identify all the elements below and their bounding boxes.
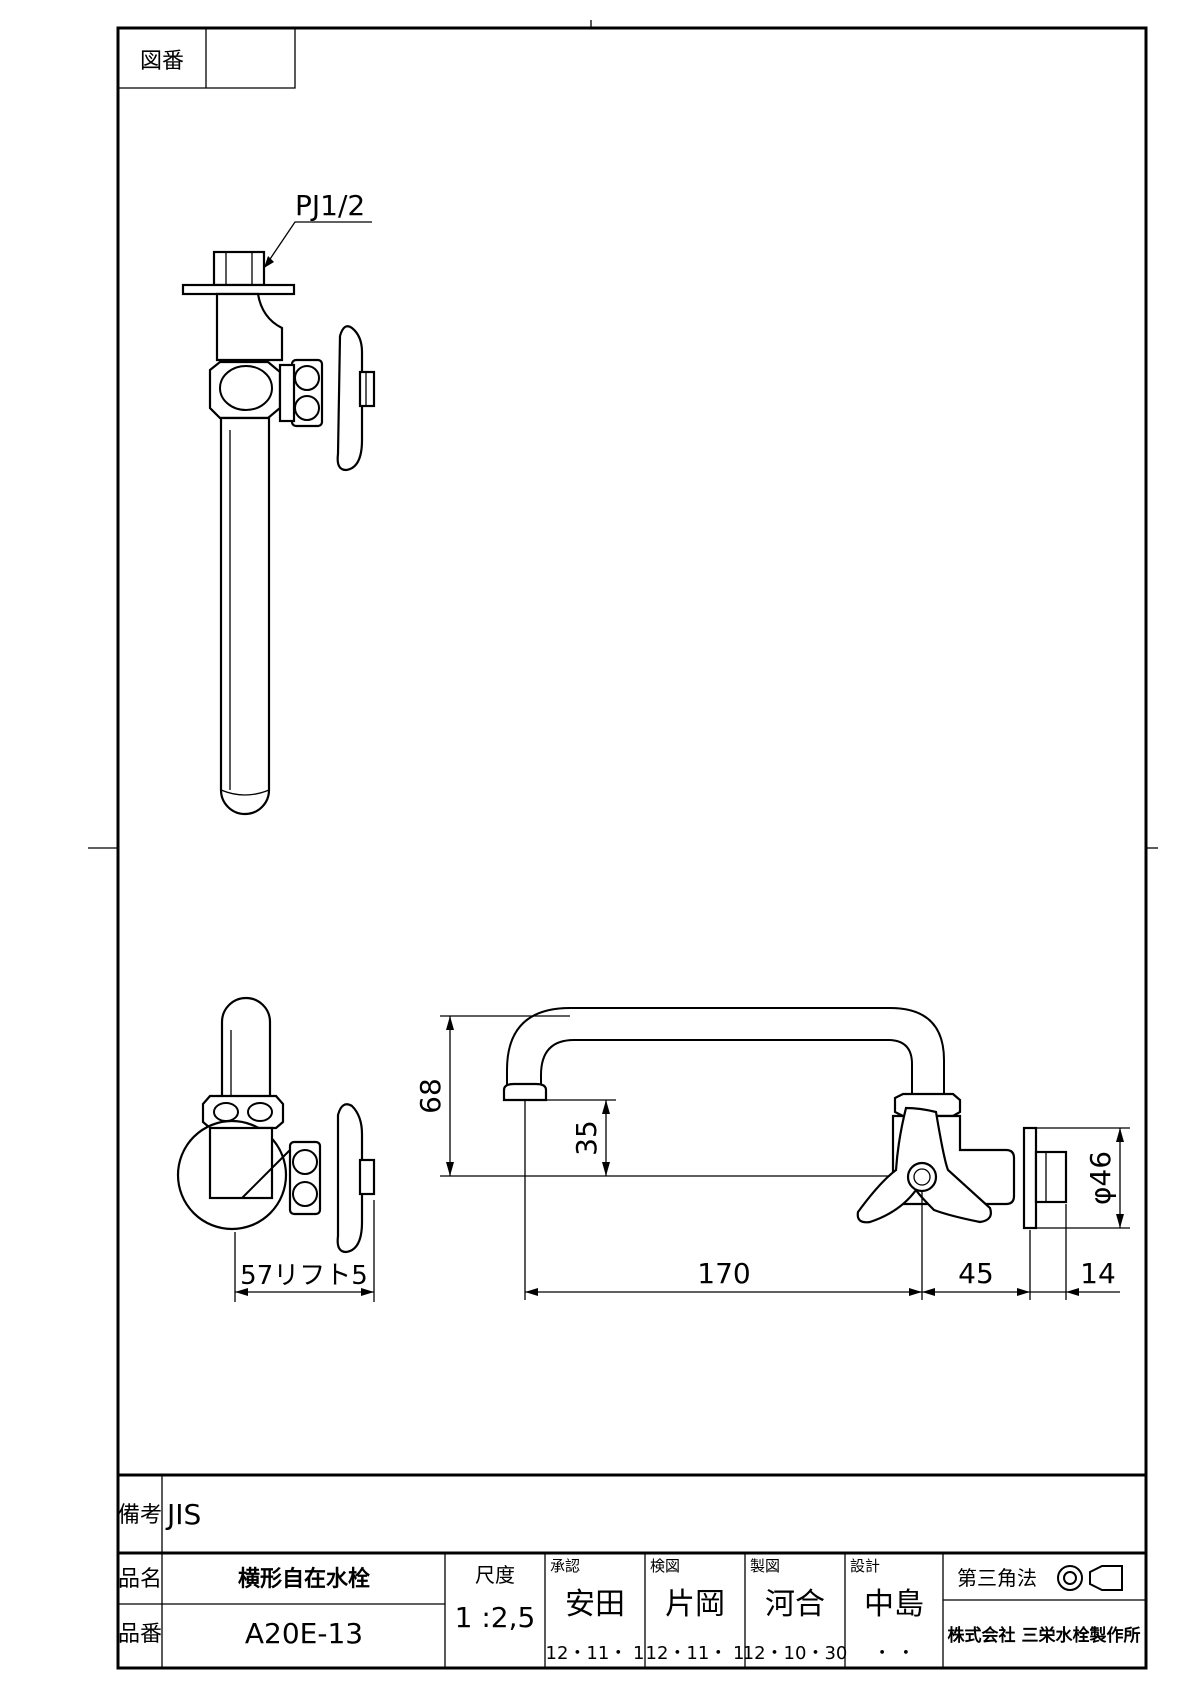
dimension-14: 14 [1080,1257,1116,1290]
drawing-number-label: 図番 [140,49,184,74]
dimension-68: 68 [414,1078,447,1114]
third-angle-projection-symbol [1057,1565,1123,1591]
drawing-border [116,26,1148,1670]
approval-date: 12・11・ 1 [546,1643,645,1664]
dimension-170: 170 [697,1257,750,1290]
scale-value: 1 :2,5 [455,1601,536,1634]
front-view: PJ1/2 [181,189,376,816]
part-number-value: A20E-13 [245,1617,363,1650]
side-view: 57リフト5 [176,996,376,1302]
checked-date: 12・11・ 1 [646,1643,745,1664]
remarks-label: 備考 [118,1503,162,1528]
title-block: 備考 JIS 品名 横形自在水栓 品番 A20E-13 尺度 1 :2,5 承認… [118,1473,1146,1668]
plan-view: 68 35 170 45 14 φ46 [414,1007,1130,1300]
remarks-value: JIS [165,1498,201,1531]
design-name: 中島 [864,1587,924,1622]
product-name-value: 横形自在水栓 [238,1566,370,1592]
approval-name: 安田 [565,1587,625,1622]
drawn-label: 製図 [750,1557,780,1575]
dimension-phi46: φ46 [1084,1151,1117,1205]
design-date: ・ ・ [873,1643,915,1664]
dimension-45: 45 [958,1257,994,1290]
dimension-35: 35 [570,1120,603,1156]
design-label: 設計 [850,1557,880,1575]
projection-label: 第三角法 [957,1566,1037,1590]
checked-name: 片岡 [665,1587,725,1622]
dimension-57-lift: 57リフト5 [240,1261,368,1291]
part-number-label: 品番 [118,1622,162,1647]
scale-label: 尺度 [475,1563,515,1587]
drawing-number-box: 図番 [118,28,296,89]
checked-label: 検図 [650,1557,680,1575]
product-name-label: 品名 [118,1567,162,1592]
company-name: 株式会社 三栄水栓製作所 [948,1625,1141,1646]
drawn-name: 河合 [765,1587,825,1622]
approval-label: 承認 [550,1557,580,1575]
drawn-date: 12・10・30 [743,1643,848,1664]
thread-spec-label: PJ1/2 [295,189,365,222]
